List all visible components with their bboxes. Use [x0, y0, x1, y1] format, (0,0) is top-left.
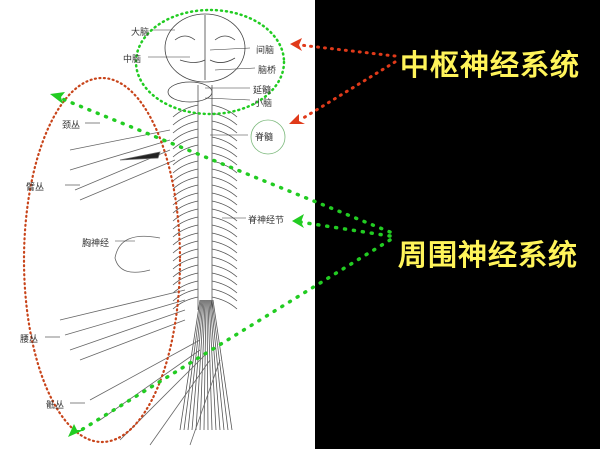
spine-nerves — [172, 85, 238, 431]
label-cerebellum: 小脑 — [254, 99, 273, 109]
label-midbrain: 中脑 — [123, 55, 142, 65]
peripheral-nerves-drawing — [59, 129, 221, 446]
label-medulla: 延髓 — [253, 86, 272, 96]
label-brachial-plexus: 臂丛 — [26, 183, 45, 193]
label-spinal-ganglion: 脊神经节 — [248, 216, 285, 226]
brain-drawing — [164, 13, 246, 103]
spinal-cord-drawing — [172, 85, 238, 431]
label-pons: 脑桥 — [258, 66, 277, 76]
label-sacral-plexus: 骶丛 — [46, 401, 65, 411]
label-lumbar-plexus: 腰丛 — [20, 335, 39, 345]
central-nervous-system-title: 中枢神经系统 — [400, 48, 581, 82]
peripheral-nervous-system-title: 周围神经系统 — [398, 238, 579, 272]
leader-lines — [45, 29, 256, 404]
central-arrows — [289, 38, 397, 124]
label-diencephalon: 间脑 — [256, 46, 275, 56]
label-spinal-cord: 脊髓 — [255, 133, 274, 143]
central-outline — [134, 8, 286, 116]
spinal-cord-circle — [250, 119, 286, 155]
black-panel — [315, 0, 600, 449]
label-cerebrum: 大脑 — [131, 28, 150, 38]
label-thoracic-nerves: 胸神经 — [82, 239, 110, 249]
peripheral-outline — [22, 76, 182, 444]
label-cervical-plexus: 颈丛 — [62, 121, 81, 131]
peripheral-arrows — [50, 92, 392, 437]
